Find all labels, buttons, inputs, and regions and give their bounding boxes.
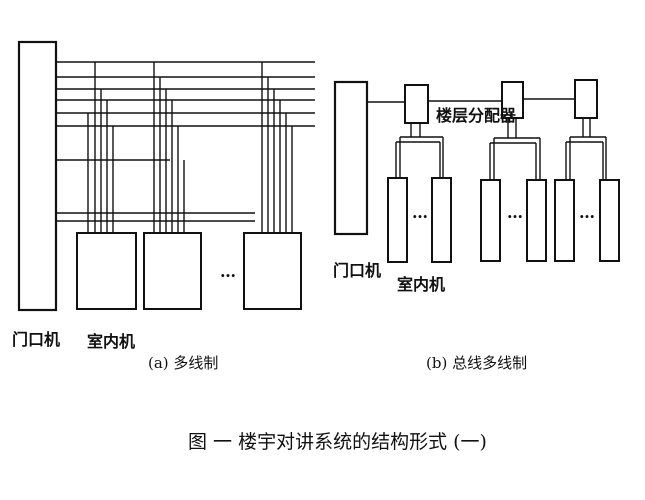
wires-to-indoor-unit-2 [153,62,185,233]
floor-distributor-3 [574,79,598,119]
branch-wires-1 [395,123,444,178]
floor-distributor-label: 楼层分配器 [436,106,517,125]
caption-b: (b) 总线多线制 [426,354,527,372]
caption-a: (a) 多线制 [148,354,218,372]
indoor-unit-b-2 [431,177,452,263]
door-unit-a [17,40,58,312]
horizontal-wires-a [56,61,315,222]
door-unit-label-a: 门口机 [12,330,60,349]
indoor-unit-b-4 [526,179,547,262]
indoor-unit-b-1 [387,177,408,263]
ellipsis-b-2: … [507,203,523,222]
figure-title: 图 一 楼宇对讲系统的结构形式 (一) [188,431,487,453]
indoor-unit-b-6 [599,179,620,262]
ellipsis-b-3: … [579,203,595,222]
wires-to-indoor-unit-3 [261,62,293,233]
ellipsis-a: … [220,262,236,281]
door-unit-b [333,80,369,236]
multi-wire-diagram [17,40,315,312]
indoor-unit-a-1 [76,232,137,310]
indoor-unit-label-a: 室内机 [87,332,135,351]
branch-wires-3 [565,118,607,180]
indoor-unit-b-3 [480,179,501,262]
indoor-unit-a-2 [143,232,202,310]
indoor-unit-b-5 [554,179,575,262]
floor-distributor-2 [501,81,524,119]
indoor-unit-a-3 [243,232,302,310]
door-unit-label-b: 门口机 [333,261,381,280]
wires-to-indoor-unit-1 [87,62,114,233]
bus-multi-wire-diagram [333,79,620,263]
floor-distributor-1 [404,84,429,124]
indoor-unit-label-b: 室内机 [397,275,445,294]
branch-wires-2 [489,118,541,180]
ellipsis-b-1: … [412,203,428,222]
